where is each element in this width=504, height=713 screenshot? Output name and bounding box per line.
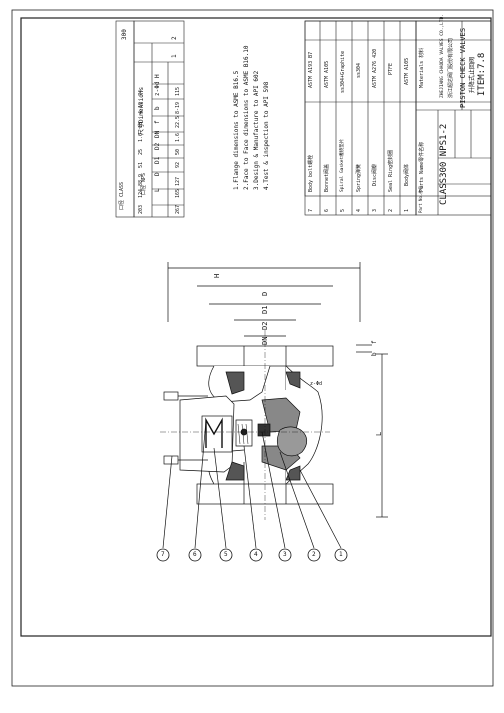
class-value: 300: [121, 29, 128, 40]
r2-f: 1.6: [175, 132, 181, 142]
parts-header-name: Parts Name零件名称: [419, 141, 425, 192]
balloon-3-label: 3: [283, 551, 287, 558]
r1-zd: 4-19: [138, 101, 144, 114]
part-7-no: 7: [308, 208, 314, 212]
company-en: ZHEJIANG CHAODA VALVES CO.,LTD.: [440, 14, 445, 98]
r1-H: 74: [138, 89, 144, 96]
r2-D2: 92: [175, 161, 181, 168]
part-5-no: 5: [340, 208, 346, 212]
outer-frame: [11, 9, 494, 687]
dimension-table-grid: [115, 20, 185, 218]
part-5-name: Spiral Gasket缠绕垫片: [340, 138, 345, 192]
dim-H: H: [213, 273, 221, 278]
balloon-4: [249, 548, 263, 562]
part-2-no: 2: [388, 208, 394, 212]
dim-D: D: [261, 291, 269, 296]
part-2-name: Seal Ring密封圈: [388, 149, 394, 192]
r1-DN: 25: [138, 148, 144, 155]
col-b: b: [154, 106, 161, 110]
r2-zd: 8-19: [175, 101, 181, 114]
class-header: 口径 CLASS: [119, 181, 125, 210]
balloon-1-label: 1: [339, 551, 343, 558]
part-6-name: Bonnet阀盖: [324, 163, 330, 192]
part-7-name: Body bolt螺栓: [308, 154, 314, 192]
r2-DN: 50: [175, 148, 181, 155]
company-cn: 浙江超达阀门股份有限公司: [448, 37, 454, 98]
row2-nps: 2: [171, 36, 178, 40]
col-L: L: [154, 188, 161, 192]
balloon-1: [334, 548, 348, 562]
balloon-5-label: 5: [224, 551, 228, 558]
dim-f: f: [371, 340, 378, 344]
part-4-name: Spring弹簧: [356, 163, 362, 192]
r1-b: 18: [138, 121, 144, 128]
col-zd: z-Φd: [154, 81, 161, 96]
dim-zd: z-Φd: [310, 381, 323, 387]
part-6-mat: ASTM A105: [324, 60, 330, 88]
part-6-no: 6: [324, 208, 330, 212]
r2-D1: 127: [175, 176, 181, 186]
balloon-2-label: 2: [312, 551, 316, 558]
part-4-mat: ss304: [356, 62, 362, 78]
row1-nps: 1: [171, 54, 178, 58]
col-D2: D2: [154, 142, 161, 150]
title-block-grid: [415, 20, 492, 216]
dim-DN: DN: [261, 336, 269, 345]
r2-H: 115: [175, 86, 181, 96]
r1-D2: 51: [138, 161, 144, 168]
r2-D: 165: [175, 188, 181, 198]
part-5-mat: ss304+Graphite: [340, 50, 346, 93]
balloon-5: [219, 548, 233, 562]
inner-frame: [20, 17, 492, 637]
r1-f: 1.6: [138, 132, 144, 142]
note-2: 2.Face to Face dimensions to ASME B16.10: [243, 45, 250, 191]
r1-D: 124: [138, 188, 144, 198]
title-class-nps: CLASS300 NPS1-2: [439, 123, 449, 205]
balloon-7-label: 7: [161, 551, 165, 558]
parts-header-material: Materials 材料: [419, 47, 425, 88]
item-number: ITEM:7.8: [477, 52, 487, 96]
part-3-name: Disc阀瓣: [372, 163, 378, 186]
dim-b: b: [371, 352, 378, 356]
balloon-6: [188, 548, 202, 562]
dim-D2: D2: [261, 321, 269, 330]
part-1-name: Body阀体: [404, 163, 410, 186]
part-2-mat: PTFE: [388, 62, 394, 75]
part-3-no: 3: [372, 208, 378, 212]
col-D1: D1: [154, 156, 161, 164]
dim-D1: D1: [261, 305, 269, 314]
r1-D1: 88.9: [138, 173, 144, 186]
col-DN: DN: [154, 130, 161, 138]
balloon-6-label: 6: [193, 551, 197, 558]
col-H: H: [154, 74, 161, 78]
col-D: D: [154, 172, 161, 176]
part-4-no: 4: [356, 208, 362, 212]
part-1-mat: ASTM A105: [404, 57, 410, 85]
r2-L: 267: [175, 204, 181, 214]
product-en: PISTON CHECK VALVES: [459, 27, 467, 108]
col-f: f: [154, 120, 161, 124]
balloon-3: [278, 548, 292, 562]
part-1-no: 1: [404, 208, 410, 212]
balloons: [156, 548, 348, 562]
part-7-mat: ASTM A193 B7: [308, 51, 314, 88]
balloon-7: [156, 548, 170, 562]
part-3-mat: ASTM A276 420: [372, 48, 378, 88]
r1-L: 203: [138, 204, 144, 214]
balloon-4-label: 4: [254, 551, 258, 558]
dim-L: L: [375, 431, 383, 436]
note-4: 4.Test & inspection to API 598: [263, 81, 270, 190]
product-cn: 升降式止回阀: [469, 56, 476, 93]
parts-list-grid: [304, 20, 492, 216]
note-1: 1.Flange dimensions to ASME B16.5: [233, 70, 240, 190]
balloon-2: [307, 548, 321, 562]
note-3: 3.Design & Manufacture to API 602: [253, 70, 260, 190]
r2-b: 22.5: [175, 115, 181, 128]
valve-drawing: [160, 262, 388, 549]
